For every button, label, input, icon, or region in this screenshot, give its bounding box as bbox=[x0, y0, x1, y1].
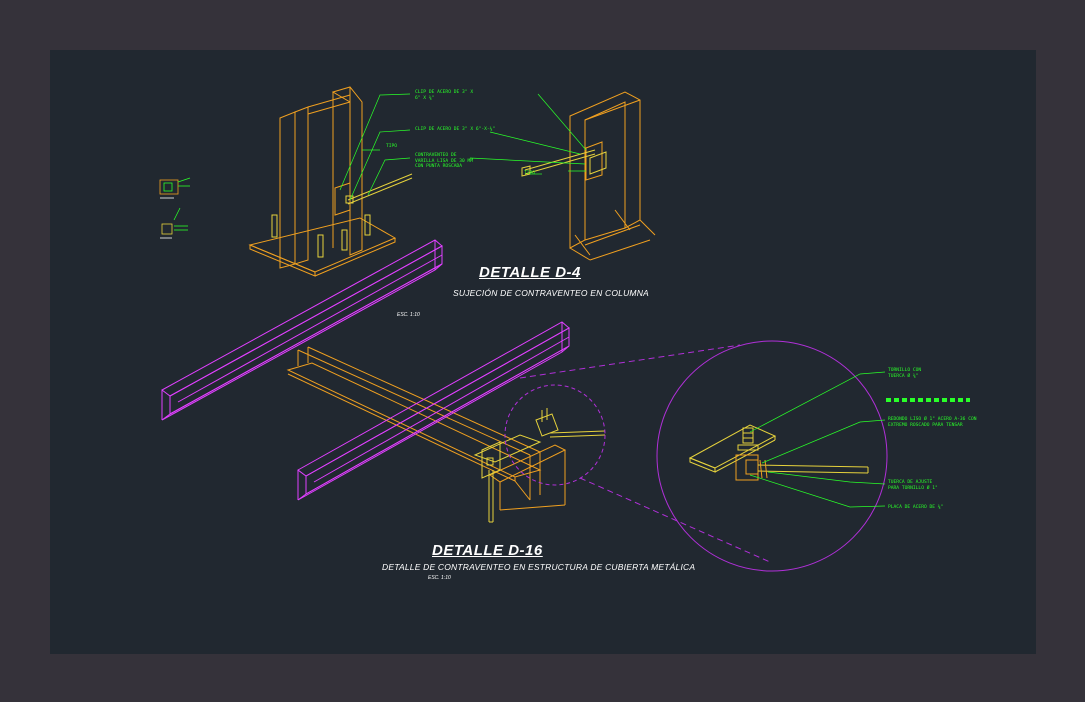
d16-scale: ESC. 1:10 bbox=[428, 575, 451, 581]
d4-column-front-flange bbox=[279, 111, 296, 269]
d16-channel-upper bbox=[161, 239, 443, 421]
enlarged-threaded-rod bbox=[757, 464, 869, 468]
d4-scale: ESC. 1:10 bbox=[397, 312, 420, 318]
d16-channel-lower bbox=[297, 321, 570, 501]
d16-note-rod-line-1: REDONDO LISO Ø 1" ACERO A-36 CON bbox=[888, 417, 977, 422]
d4-note-tipo-left: TIPO bbox=[386, 144, 398, 149]
d4-anchor-bolt bbox=[341, 229, 348, 251]
d4-note-brace: CONTRAVENTEO DE VARILLA LISA DE 30 MM CO… bbox=[415, 153, 473, 170]
d4-anchor-bolt bbox=[317, 234, 324, 258]
d16-note-rod: REDONDO LISO Ø 1" ACERO A-36 CON EXTREMO… bbox=[888, 417, 977, 428]
enlarged-bolt bbox=[742, 427, 754, 444]
d4-note-brace-line-1: CONTRAVENTEO DE bbox=[415, 153, 457, 158]
d4-right-brace-rod bbox=[524, 149, 596, 171]
d4-right-column-flange bbox=[569, 91, 641, 249]
d16-detail-callout-circle bbox=[504, 384, 606, 486]
d4-note-clip-1: CLIP DE ACERO DE 3" X 6" X ⅜" bbox=[415, 90, 473, 101]
d4-note-clip-2: CLIP DE ACERO DE 3" X 6"-X-⅜" bbox=[415, 127, 496, 132]
drawing-canvas[interactable]: CLIP DE ACERO DE 3" X 6" X ⅜" CLIP DE AC… bbox=[50, 50, 1036, 654]
d4-note-clip-1-line-2: 6" X ⅜" bbox=[415, 95, 435, 101]
d4-subtitle: SUJECIÓN DE CONTRAVENTEO EN COLUMNA bbox=[453, 288, 649, 298]
d4-title: DETALLE D-4 bbox=[479, 264, 581, 281]
d16-note-plate: PLACA DE ACERO DE ⅜" bbox=[888, 505, 944, 510]
cad-drawing bbox=[159, 86, 970, 572]
d4-note-brace-line-3: CON PUNTA ROSCADA bbox=[415, 164, 463, 170]
d16-note-bolt-line-2: TUERCA Ø ⅜" bbox=[888, 373, 919, 379]
d4-anchor-bolt bbox=[364, 214, 371, 236]
d16-note-nut-line-1: TUERCA DE AJUSTE bbox=[888, 480, 933, 485]
enlarged-detail-circle bbox=[656, 340, 888, 572]
d16-brace-rod bbox=[549, 430, 606, 434]
d4-clip bbox=[334, 182, 351, 216]
d4-left-column-assembly bbox=[248, 86, 413, 277]
enlarged-leader-lines bbox=[749, 371, 970, 508]
d4-brace-rod bbox=[347, 173, 413, 201]
d16-roof-structure bbox=[161, 239, 771, 563]
d4-note-tipo-right: TIPO bbox=[524, 171, 536, 176]
enlarged-detail bbox=[656, 340, 888, 572]
d4-note-clip-1-line-1: CLIP DE ACERO DE 3" X bbox=[415, 90, 474, 95]
d4-right-clip bbox=[585, 141, 603, 181]
d16-note-nut-line-2: PARA TORNILLO Ø 1" bbox=[888, 485, 938, 491]
d16-title: DETALLE D-16 bbox=[432, 542, 543, 559]
d16-note-nut: TUERCA DE AJUSTE PARA TORNILLO Ø 1" bbox=[888, 480, 938, 491]
d4-leader-lines bbox=[339, 93, 587, 201]
d4-anchor-bolt bbox=[271, 214, 278, 238]
d4-note-brace-line-2: VARILLA LISA DE 30 MM bbox=[415, 158, 474, 164]
d16-note-bolt: TORNILLO CON TUERCA Ø ⅜" bbox=[888, 368, 921, 379]
key-plan-thumbnail bbox=[159, 177, 191, 239]
d16-note-bolt-line-1: TORNILLO CON bbox=[888, 368, 922, 373]
d16-orange-beam bbox=[286, 362, 542, 478]
d16-subtitle: DETALLE DE CONTRAVENTEO EN ESTRUCTURA DE… bbox=[382, 562, 696, 572]
d16-note-rod-line-2: EXTREMO ROSCADO PARA TENSAR bbox=[888, 422, 963, 428]
d4-right-column-assembly bbox=[521, 91, 656, 261]
